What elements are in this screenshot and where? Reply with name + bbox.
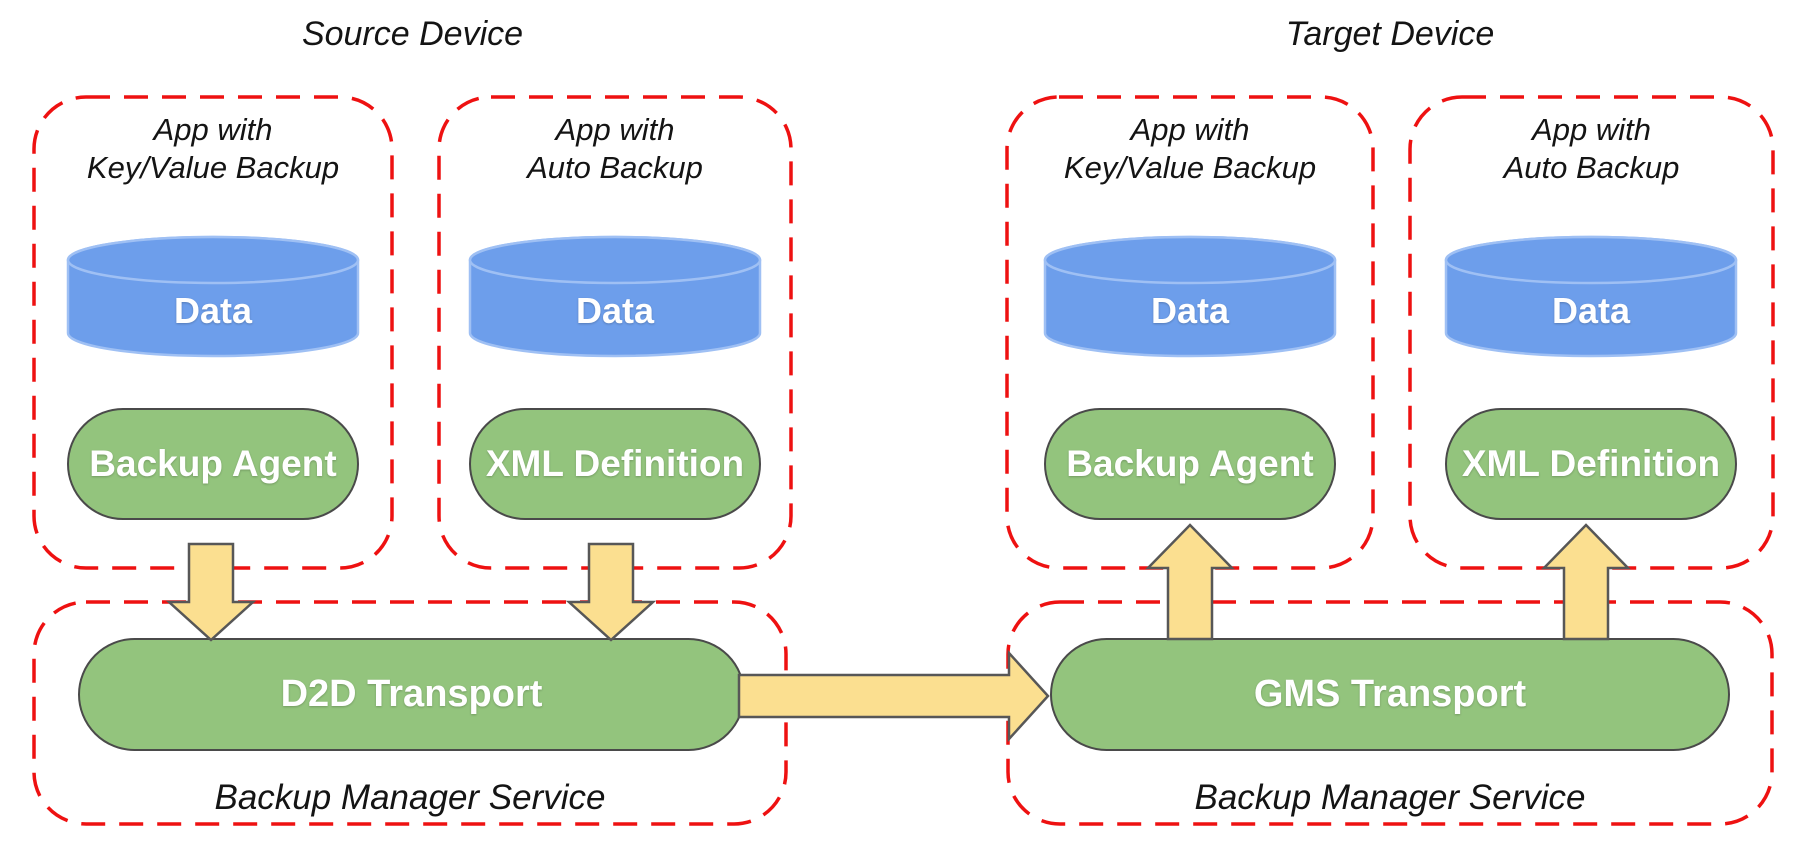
backup-agent-pill: Backup Agent — [1044, 408, 1336, 520]
app-box-source-keyvalue: App with Key/Value Backup Data Backup Ag… — [32, 95, 394, 570]
backup-agent-pill: Backup Agent — [67, 408, 359, 520]
app-title-line1: App with — [153, 112, 273, 147]
app-box-target-keyvalue: App with Key/Value Backup Data Backup Ag… — [1005, 95, 1375, 570]
cylinder-shape — [66, 235, 360, 358]
arrow-gms-to-xml-definition — [1541, 523, 1631, 641]
arrow-gms-to-backup-agent — [1145, 523, 1235, 641]
data-cylinder: Data — [1443, 233, 1739, 361]
app-title: App with Auto Backup — [437, 111, 793, 187]
app-title: App with Key/Value Backup — [32, 111, 394, 187]
app-title-line1: App with — [555, 112, 675, 147]
data-cylinder: Data — [467, 233, 763, 361]
app-title: App with Auto Backup — [1408, 111, 1775, 187]
data-label: Data — [173, 290, 253, 331]
cylinder-shape — [468, 235, 762, 358]
data-label: Data — [575, 290, 655, 331]
app-box-source-auto: App with Auto Backup Data XML Definition — [437, 95, 793, 570]
cylinder-shape — [1444, 235, 1738, 358]
source-device-title: Source Device — [301, 15, 524, 53]
backup-manager-service-box-target: Backup Manager Service — [1006, 600, 1774, 826]
app-title-line2: Auto Backup — [1503, 150, 1680, 185]
app-title-line2: Key/Value Backup — [1063, 150, 1317, 185]
arrow-xml-definition-to-d2d — [565, 542, 657, 642]
data-cylinder: Data — [1042, 233, 1338, 361]
dashed-border — [1006, 600, 1774, 826]
dashed-border — [32, 95, 394, 570]
dashed-border — [32, 600, 788, 826]
target-device-title: Target Device — [1285, 15, 1495, 53]
data-label: Data — [1150, 290, 1230, 331]
app-title-line2: Auto Backup — [527, 150, 703, 185]
cylinder-shape — [1043, 235, 1337, 358]
data-label: Data — [1551, 290, 1631, 331]
arrow-d2d-to-gms — [737, 649, 1050, 743]
app-title-line1: App with — [1532, 112, 1651, 147]
app-title: App with Key/Value Backup — [1005, 111, 1375, 187]
app-title-line1: App with — [1130, 112, 1250, 147]
backup-manager-service-box-source: Backup Manager Service — [32, 600, 788, 826]
arrow-backup-agent-to-d2d — [165, 542, 257, 642]
dashed-border — [437, 95, 793, 570]
data-cylinder: Data — [65, 233, 361, 361]
app-box-target-auto: App with Auto Backup Data XML Definition — [1408, 95, 1775, 570]
d2d-transport-pill: D2D Transport — [78, 638, 745, 751]
xml-definition-pill: XML Definition — [1445, 408, 1737, 520]
gms-transport-pill: GMS Transport — [1050, 638, 1730, 751]
backup-manager-service-label: Backup Manager Service — [1194, 778, 1586, 817]
xml-definition-pill: XML Definition — [469, 408, 761, 520]
backup-manager-service-label: Backup Manager Service — [214, 778, 606, 817]
app-title-line2: Key/Value Backup — [86, 150, 340, 185]
